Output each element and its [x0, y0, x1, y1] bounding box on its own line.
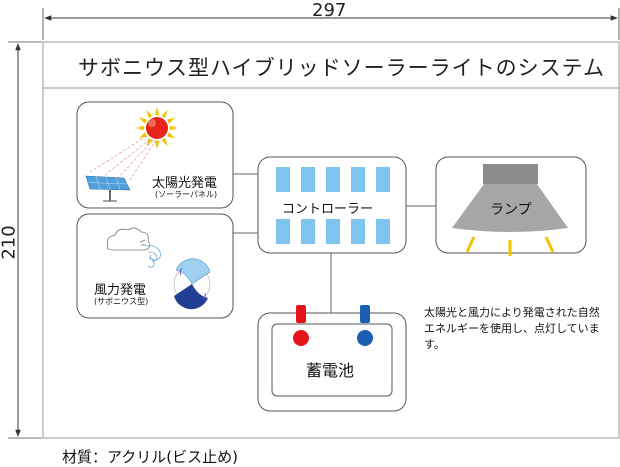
lamp-icon: [452, 164, 568, 232]
height-dimension: [8, 41, 42, 439]
sun-icon: [136, 107, 178, 149]
wind-swirl-icon: [145, 245, 161, 268]
sun-ray: [146, 109, 153, 119]
savonius-turbine-icon: [173, 258, 211, 310]
sun-ray: [169, 125, 178, 131]
sun-ray: [154, 107, 160, 116]
sun-ray: [146, 137, 153, 147]
lamp-light-rays: [465, 236, 555, 256]
description-note: 太陽光と風力により発電された自然エネルギーを使用し、点灯しています。: [424, 306, 600, 351]
sun-ray: [136, 125, 145, 131]
battery-label: 蓄電池: [306, 361, 355, 380]
connection-lines: [233, 173, 436, 313]
solar-label: 太陽光発電: [152, 176, 218, 191]
sun-ray: [161, 109, 168, 119]
sunlight-rays: [89, 135, 157, 181]
controller-cell: [351, 219, 365, 244]
controller-label: コントローラー: [282, 202, 374, 217]
width-dimension-label: 297: [312, 0, 347, 21]
battery-icon: [271, 305, 393, 397]
sun-ray: [166, 132, 176, 139]
negative-terminal: [357, 330, 373, 346]
controller-cell: [326, 167, 340, 192]
controller-cell: [351, 167, 365, 192]
controller-cell: [276, 219, 290, 244]
sun-ray: [161, 137, 168, 147]
controller-cell: [376, 219, 390, 244]
controller-cell: [301, 219, 315, 244]
material-label: 材質：アクリル(ビス止め): [62, 448, 238, 466]
sun-ray: [166, 117, 176, 124]
controller-cell: [326, 219, 340, 244]
wind-sublabel: (サボニウス型): [94, 297, 149, 306]
sun-ray: [154, 140, 160, 149]
height-dimension-label: 210: [0, 225, 20, 260]
controller-cell: [301, 167, 315, 192]
solar-sublabel: (ソーラーパネル): [155, 190, 218, 199]
sun-ray: [138, 117, 148, 124]
sun-ray: [138, 132, 148, 139]
controller-box: [257, 156, 407, 254]
positive-terminal: [293, 330, 309, 346]
controller-cell: [276, 167, 290, 192]
controller-cell: [376, 167, 390, 192]
solar-panel-icon: [85, 175, 131, 202]
cloud-icon: [106, 227, 151, 251]
diagram-title: サボニウス型ハイブリッドソーラーライトのシステム: [78, 56, 605, 80]
wind-label: 風力発電: [94, 283, 147, 298]
lamp-label: ランプ: [490, 202, 532, 218]
controller-cells: [276, 167, 390, 244]
width-dimension: [42, 8, 620, 40]
